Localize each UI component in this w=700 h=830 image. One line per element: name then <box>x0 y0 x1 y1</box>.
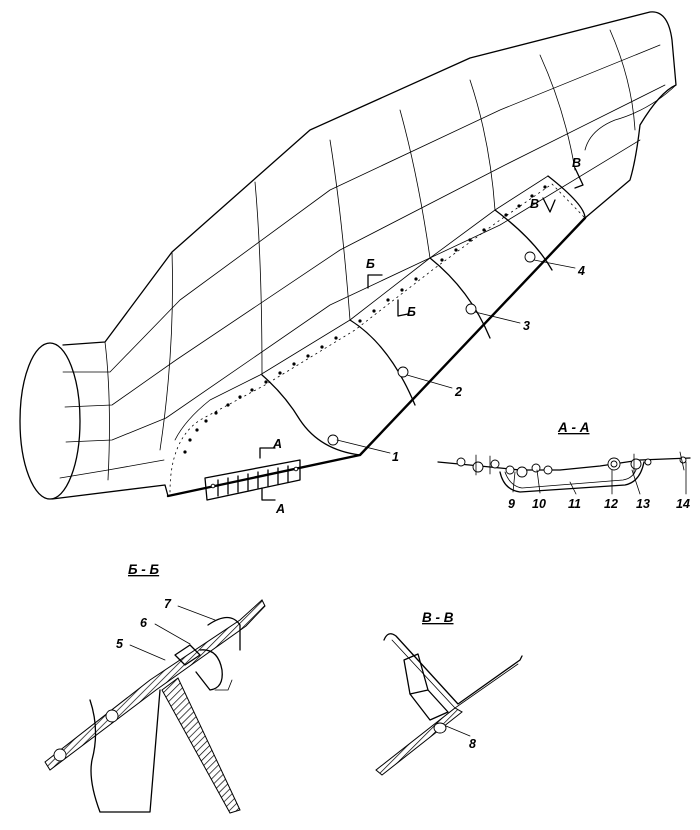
section-aa-panel <box>499 461 645 493</box>
section-a-a: А - А 9 10 11 12 13 <box>437 420 691 511</box>
section-bb-structure <box>89 689 161 813</box>
hatch-rivet-line <box>169 183 586 493</box>
stringer-lines <box>59 44 666 479</box>
section-vv-upper-sheet <box>383 633 523 705</box>
hatch-rivets <box>183 185 547 454</box>
rear-fairing-line <box>584 84 677 151</box>
cut-indicator-v <box>542 167 584 213</box>
section-bb-frame <box>161 677 241 814</box>
callout-1: 1 <box>392 450 399 464</box>
hatch-panel-separators <box>261 175 586 456</box>
hatch-row-upper-edge <box>174 175 549 441</box>
callout-3: 3 <box>523 319 530 333</box>
callout-14: 14 <box>676 497 690 511</box>
callout-4: 4 <box>577 264 585 278</box>
section-b-b: Б - Б 7 6 5 <box>44 562 266 814</box>
cut-label-b-bottom: Б <box>407 305 416 319</box>
callout-10: 10 <box>532 497 546 511</box>
fastener-1 <box>327 434 391 454</box>
callout-13: 13 <box>636 497 650 511</box>
section-aa-fasteners <box>456 456 687 478</box>
cut-label-v-top: В <box>572 156 581 170</box>
section-title-aa: А - А <box>557 420 590 435</box>
section-vv-fastener <box>403 653 449 734</box>
hatch-lower-edge <box>166 216 587 498</box>
callout-11: 11 <box>568 497 581 511</box>
fastener-2 <box>397 366 453 389</box>
fastener-4 <box>524 251 576 269</box>
cut-label-b-top: Б <box>366 257 375 271</box>
section-bb-leaders <box>129 605 216 661</box>
section-title-bb: Б - Б <box>128 562 160 577</box>
louvre-grille <box>204 459 301 501</box>
callout-8: 8 <box>469 737 476 751</box>
section-aa-leaders <box>512 461 687 495</box>
cut-label-v-bottom: В <box>530 197 539 211</box>
callout-7: 7 <box>164 597 172 611</box>
section-v-v: В - В 8 <box>375 610 523 776</box>
callout-9: 9 <box>508 497 515 511</box>
fuselage-lower-edge <box>51 484 169 500</box>
callout-6: 6 <box>140 616 148 630</box>
callout-2: 2 <box>454 385 462 399</box>
cut-indicator-a <box>259 447 276 501</box>
section-bb-fasteners <box>53 616 241 762</box>
fuselage-view: 1 2 3 4 А А Б Б В В <box>19 11 677 516</box>
cut-indicator-b <box>367 274 409 317</box>
section-vv-skin <box>375 707 463 776</box>
callout-12: 12 <box>604 497 618 511</box>
front-opening <box>19 342 81 500</box>
section-title-vv: В - В <box>422 610 454 625</box>
cut-label-a-top: А <box>272 437 282 451</box>
fastener-3 <box>465 303 521 324</box>
cut-label-a-bottom: А <box>275 502 285 516</box>
frame-lines <box>104 29 636 481</box>
callout-5: 5 <box>116 637 124 651</box>
